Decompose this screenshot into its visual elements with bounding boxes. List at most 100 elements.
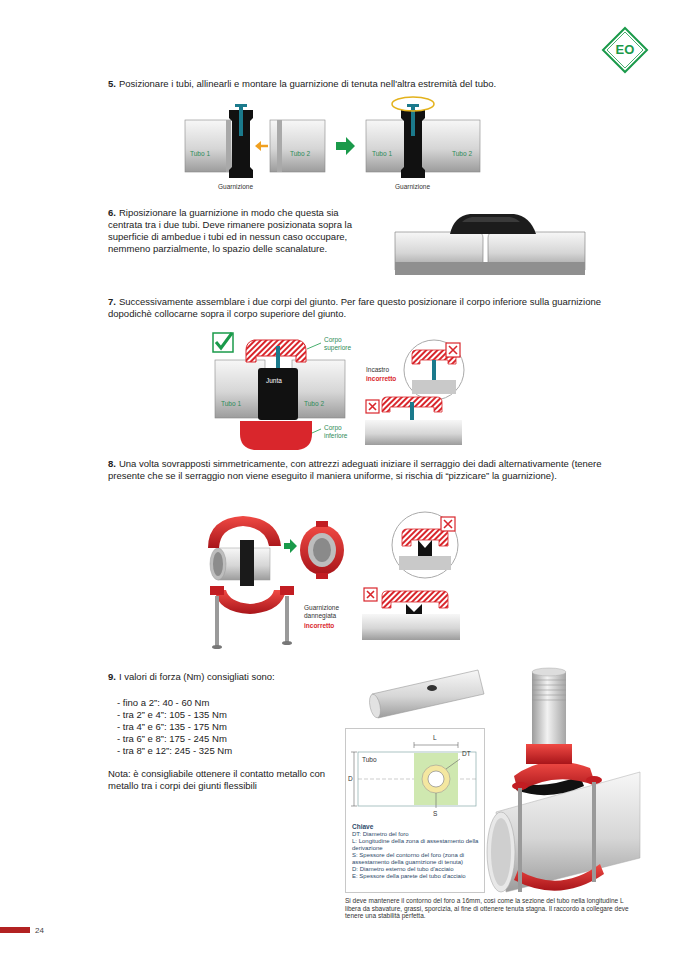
figure-step5 [277, 120, 282, 172]
figure-step7 [215, 360, 265, 418]
logo-diamond [607, 32, 643, 68]
figure-step5 [392, 97, 434, 111]
figure-step8 [210, 586, 224, 595]
figure-step7 [410, 402, 414, 420]
figure-step7 [213, 333, 464, 450]
text-block: Tubo 2 [452, 150, 482, 158]
figure-step7 [446, 343, 460, 357]
figure-step7 [312, 429, 321, 433]
figure-step5 [407, 104, 419, 107]
figure-step9 [422, 765, 450, 793]
figure-step9 [491, 818, 511, 886]
instruction-text: Nota: è consigliabile ottenere il contat… [108, 768, 325, 791]
figure-step9 [372, 670, 484, 718]
figure-step6 [450, 214, 536, 234]
text-block: incorretto [304, 622, 358, 630]
figure-step5 [239, 106, 243, 136]
step-number: 9. [108, 671, 116, 682]
key-entry: S: Spessore del contorno del foro (zona … [352, 852, 479, 866]
figure-step9 [532, 672, 566, 752]
instruction-text: - tra 8” e 12”: 245 - 325 Nm [117, 745, 232, 756]
text-block: Corpo superiore [324, 336, 360, 351]
step-number: 8. [108, 458, 116, 469]
instruction-text: - tra 2” e 4”: 105 - 135 Nm [117, 709, 227, 720]
logo-text: EO [616, 42, 635, 57]
figure-step8 [300, 525, 344, 575]
figure-label: Corpo superiore [324, 336, 351, 351]
step-number: 6. [108, 207, 116, 218]
figure-step8 [444, 520, 452, 528]
text-block: Tubo 2 [290, 150, 320, 158]
figure-step7 [449, 346, 457, 354]
text-block: EO [609, 43, 641, 57]
figure-step5 [235, 104, 247, 107]
instruction-text: Posizionare i tubi, allinearli e montare… [119, 78, 496, 89]
figure-step9 [414, 745, 458, 746]
figure-label: incorretto [304, 622, 334, 629]
figure-step7 [258, 368, 298, 420]
text-block: D [348, 775, 358, 783]
figure-step9 [368, 693, 383, 719]
figure-label: Incastro [366, 366, 389, 373]
figure-step8 [284, 539, 297, 553]
figure-label: Tubo 1 [190, 150, 210, 157]
text-block: 9.I valori di forza (Nm) consigliati son… [108, 671, 338, 683]
logo-diamond [603, 28, 647, 72]
figure-label: S [433, 810, 437, 817]
text-block: Tubo 1 [221, 400, 251, 408]
figure-step5 [415, 120, 480, 172]
figure-step7 [307, 343, 321, 349]
figure-step8 [392, 512, 458, 578]
figure-step5 [226, 120, 231, 172]
figure-step9 [427, 685, 437, 691]
figure-step5 [185, 97, 480, 178]
figure-step7 [369, 403, 376, 410]
key-entry: E: Spessore della parete del tubo d'acci… [352, 873, 479, 880]
figure-label: Tubo 2 [304, 400, 324, 407]
figure-step7 [404, 340, 464, 400]
figure-step8 [280, 586, 294, 595]
figure-step9 [446, 759, 460, 769]
instruction-text: I valori di forza (Nm) consigliati sono: [119, 671, 275, 682]
figure-label: incorretto [366, 375, 396, 382]
figure-step9 [532, 680, 566, 700]
figure-step8 [213, 552, 223, 576]
figure-step9 [414, 742, 415, 748]
figure-step8 [399, 556, 451, 570]
instruction-text: - tra 6” e 8”: 175 - 245 Nm [117, 733, 227, 744]
text-block: Guarnizione dannegiata [304, 604, 358, 619]
caption-text: Si deve mantenere il contorno del foro a… [345, 897, 629, 919]
key-heading: Chiave [352, 823, 479, 831]
key-entry: L: Longitudine della zona di assestament… [352, 838, 479, 852]
figure-step8 [215, 590, 286, 614]
figure-step8 [208, 512, 460, 649]
figure-step5 [336, 137, 355, 155]
instruction-text: - fino a 2”: 40 - 60 Nm [117, 697, 209, 708]
figure-step6 [462, 217, 520, 222]
figure-step7 [412, 380, 456, 394]
text-block: Nota: è consigliabile ottenere il contat… [108, 768, 330, 792]
text-block: - tra 8” e 12”: 245 - 325 Nm [117, 745, 337, 757]
text-block: 8.Una volta sovrapposti simmetricamente,… [108, 458, 603, 482]
text-block: Incastro [366, 366, 406, 374]
figure-step8 [367, 591, 374, 598]
figure-step7 [213, 333, 233, 352]
text-block: - tra 6” e 8”: 175 - 245 Nm [117, 733, 337, 745]
instruction-text: Successivamente assemblare i due corpi d… [108, 296, 601, 319]
figure-step5 [260, 145, 268, 148]
figure-step9 [428, 771, 444, 787]
page-number: 24 [35, 926, 44, 935]
text-block: Tubo [362, 756, 392, 764]
text-block: DT [462, 750, 478, 758]
step-number: 7. [108, 296, 116, 307]
instruction-text: Una volta sovrapposti simmetricamente, c… [108, 458, 602, 481]
figure-step8 [282, 641, 292, 645]
figure-step7 [365, 420, 462, 445]
figure-step9 [526, 744, 572, 764]
figure-label: Tubo 1 [372, 150, 392, 157]
figure-label: Tubo 2 [452, 150, 472, 157]
text-block: Guarnizione [218, 183, 268, 191]
text-block: 7.Successivamente assemblare i due corpi… [108, 296, 603, 320]
figure-step7 [276, 346, 280, 370]
